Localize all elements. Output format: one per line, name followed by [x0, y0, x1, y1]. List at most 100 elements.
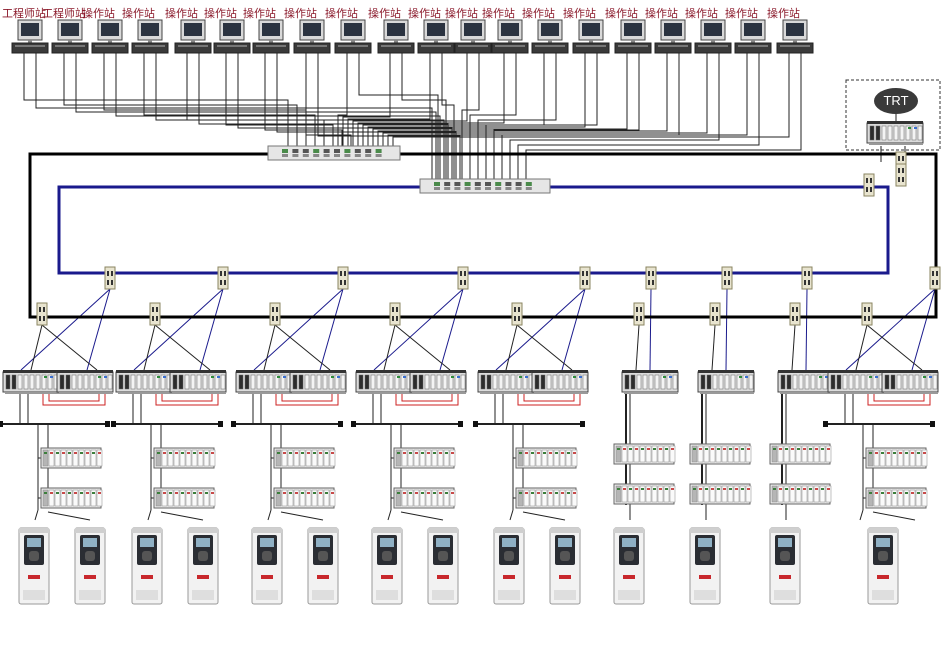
variable-frequency-drive-icon — [427, 527, 459, 605]
redundancy-link — [867, 393, 931, 406]
bus-terminator — [930, 421, 935, 427]
station-link-a — [352, 53, 468, 146]
drive-link — [280, 511, 324, 521]
station-link-a — [337, 53, 348, 146]
tap-link-outer — [791, 324, 796, 371]
station-link-b — [461, 53, 480, 179]
plc-chassis-icon — [235, 370, 293, 394]
io-module-rack-icon — [865, 487, 928, 509]
io-module-rack-icon — [613, 483, 676, 505]
desktop-computer-icon — [614, 19, 652, 54]
redundancy-link — [873, 393, 925, 402]
tap-link-outer — [41, 324, 98, 371]
tap-link-inner — [199, 288, 224, 371]
variable-frequency-drive-icon — [251, 527, 283, 605]
tap-link-outer — [635, 324, 640, 371]
station-link-b — [317, 53, 461, 179]
network-tap-icon — [36, 302, 48, 326]
bus-terminator — [338, 421, 343, 427]
trt-node-ellipse — [874, 88, 918, 114]
station-label: 操作站 — [243, 7, 276, 20]
desktop-computer-icon — [213, 19, 251, 54]
tap-link-inner — [439, 288, 464, 371]
variable-frequency-drive-icon — [769, 527, 801, 605]
desktop-computer-icon — [776, 19, 814, 54]
redundancy-link — [281, 393, 333, 402]
drive-link — [859, 509, 864, 521]
tap-link-inner — [805, 288, 808, 371]
station-link-a — [377, 53, 668, 146]
tap-link-inner — [495, 288, 586, 371]
io-module-rack-icon — [689, 483, 752, 505]
station-label: 操作站 — [645, 7, 678, 20]
network-tap-icon — [721, 266, 733, 290]
station-label: 工程师站 — [42, 7, 86, 20]
tap-link-outer — [711, 324, 716, 371]
desktop-computer-icon — [572, 19, 610, 54]
station-label: 工程师站 — [2, 7, 46, 20]
station-link-b — [477, 53, 557, 179]
station-link-b — [485, 53, 598, 179]
station-label: 操作站 — [284, 7, 317, 20]
bus-terminator — [458, 421, 463, 427]
device-layer — [2, 19, 941, 605]
tap-link-outer — [274, 324, 331, 371]
drive-link — [34, 509, 39, 521]
io-module-rack-icon — [769, 483, 832, 505]
plc-chassis-icon — [881, 370, 939, 394]
tap-link-outer — [516, 324, 573, 371]
station-link-b — [75, 53, 437, 179]
network-tap-icon — [269, 302, 281, 326]
io-module-rack-icon — [393, 447, 456, 469]
tap-link-inner — [373, 288, 464, 371]
bus-terminator — [231, 421, 236, 427]
network-tap-icon — [645, 266, 657, 290]
plc-chassis-icon — [169, 370, 227, 394]
io-module-rack-icon — [40, 447, 103, 469]
tap-link-outer — [154, 324, 211, 371]
drive-link — [47, 511, 91, 521]
network-tap-icon — [579, 266, 591, 290]
io-module-rack-icon — [153, 487, 216, 509]
network-tap-icon — [337, 266, 349, 290]
network-tap-icon — [511, 302, 523, 326]
variable-frequency-drive-icon — [307, 527, 339, 605]
station-link-a — [372, 53, 628, 146]
station-label: 操作站 — [725, 7, 758, 20]
station-link-b — [115, 53, 441, 179]
io-module-rack-icon — [689, 443, 752, 465]
station-link-b — [501, 53, 680, 179]
variable-frequency-drive-icon — [549, 527, 581, 605]
tap-link-inner — [86, 288, 111, 371]
ethernet-switch-icon — [419, 178, 551, 194]
io-module-rack-icon — [865, 447, 928, 469]
station-link-a — [387, 53, 748, 146]
station-label: 操作站 — [522, 7, 555, 20]
tap-link-outer — [394, 324, 451, 371]
network-tap-icon — [217, 266, 229, 290]
bus-terminator — [351, 421, 356, 427]
drive-link — [400, 511, 444, 521]
station-link-a — [392, 53, 790, 146]
io-module-rack-icon — [40, 487, 103, 509]
station-link-b — [401, 53, 447, 179]
plc-chassis-icon — [697, 370, 755, 394]
bus-terminator — [473, 421, 478, 427]
desktop-computer-icon — [131, 19, 169, 54]
plc-chassis-icon — [866, 121, 924, 145]
station-label: 操作站 — [82, 7, 115, 20]
plc-chassis-icon — [115, 370, 173, 394]
io-module-rack-icon — [393, 487, 456, 509]
redundancy-link — [517, 393, 581, 406]
drive-link — [160, 511, 204, 521]
station-link-a — [382, 53, 708, 146]
drive-link — [147, 509, 152, 521]
variable-frequency-drive-icon — [74, 527, 106, 605]
bus-terminator — [111, 421, 116, 427]
tap-link-outer — [866, 324, 923, 371]
variable-frequency-drive-icon — [18, 527, 50, 605]
station-label: 操作站 — [767, 7, 800, 20]
bus-terminator — [580, 421, 585, 427]
plc-chassis-icon — [56, 370, 114, 394]
